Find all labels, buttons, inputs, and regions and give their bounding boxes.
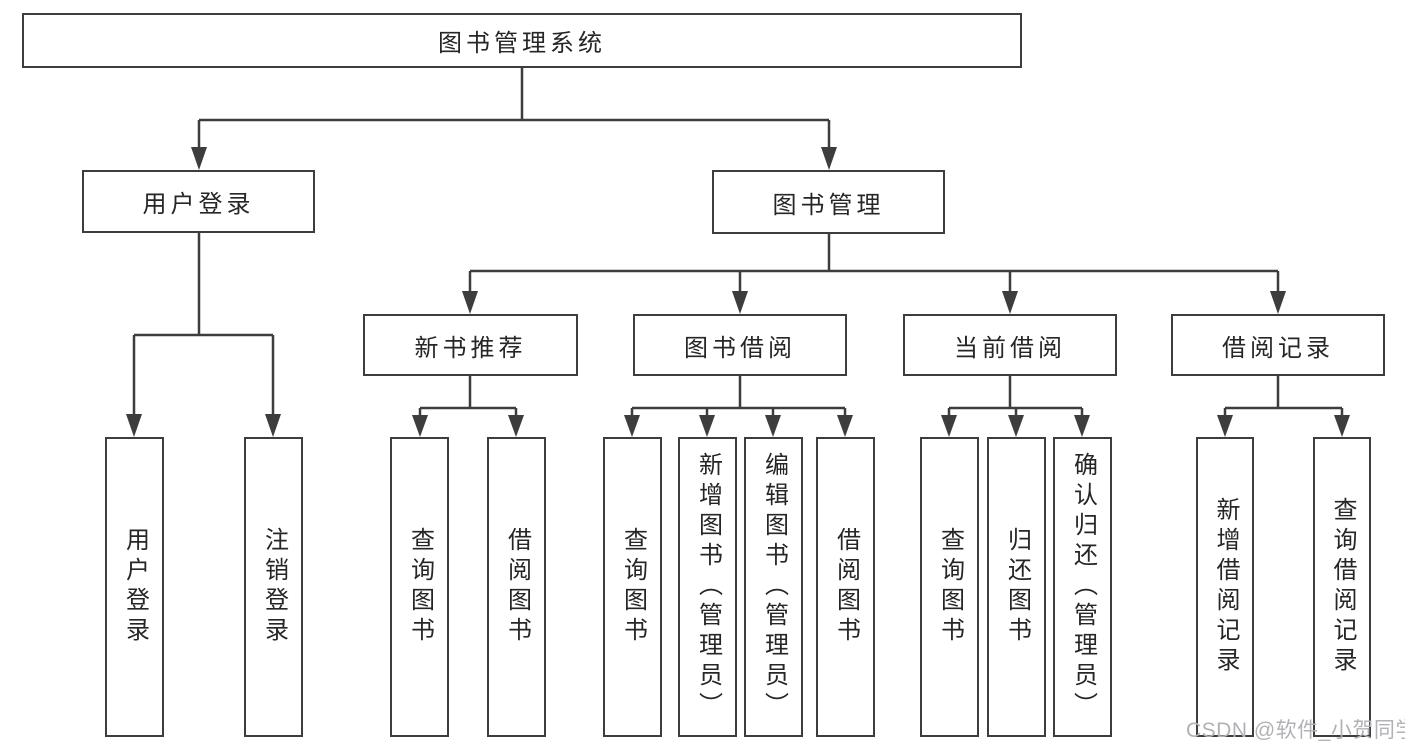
connector-new-books-to-leaves [412,376,524,437]
leaf-confirm-return-admin-label: 确认归还（管理员） [1069,452,1097,722]
node-book-borrow: 图书借阅 [633,314,847,376]
leaf-query-books-recommend: 查询图书 [390,437,449,737]
leaf-edit-book-admin: 编辑图书（管理员） [744,437,803,737]
leaf-confirm-return-admin: 确认归还（管理员） [1053,437,1112,737]
leaf-add-book-admin: 新增图书（管理员） [678,437,737,737]
connector-user-login-to-leaves [126,233,281,437]
leaf-logout-label: 注销登录 [260,527,288,647]
leaf-return-book: 归还图书 [987,437,1046,737]
node-user-login: 用户登录 [82,170,315,233]
leaf-add-borrow-record: 新增借阅记录 [1196,437,1254,737]
leaf-borrow-books-recommend: 借阅图书 [487,437,546,737]
leaf-logout: 注销登录 [244,437,303,737]
leaf-query-books-recommend-label: 查询图书 [406,527,434,647]
leaf-add-book-admin-label: 新增图书（管理员） [694,452,722,722]
leaf-user-login-label: 用户登录 [121,527,149,647]
leaf-return-book-label: 归还图书 [1003,527,1031,647]
node-current-borrow: 当前借阅 [903,314,1117,376]
node-new-book-recommend: 新书推荐 [363,314,578,376]
leaf-query-borrow-record: 查询借阅记录 [1313,437,1371,737]
leaf-add-borrow-record-label: 新增借阅记录 [1212,497,1239,677]
connector-book-mgmt-to-level3 [462,234,1286,314]
connector-root-to-level2 [191,68,837,170]
connector-current-borrow-to-leaves [941,376,1090,437]
node-book-management: 图书管理 [712,170,945,234]
leaf-borrow-books-label: 借阅图书 [832,527,860,647]
leaf-query-borrow-record-label: 查询借阅记录 [1329,497,1356,677]
leaf-edit-book-admin-label: 编辑图书（管理员） [760,452,788,722]
leaf-borrow-books-recommend-label: 借阅图书 [503,527,531,647]
leaf-user-login: 用户登录 [105,437,164,737]
leaf-query-books-borrow: 查询图书 [603,437,662,737]
leaf-borrow-books: 借阅图书 [816,437,875,737]
leaf-query-books-current: 查询图书 [920,437,979,737]
watermark: CSDN @软件_小贺同学 [1186,719,1405,742]
node-library-system: 图书管理系统 [22,13,1022,68]
connector-book-borrow-to-leaves [624,376,853,437]
node-borrow-records: 借阅记录 [1171,314,1385,376]
leaf-query-books-borrow-label: 查询图书 [619,527,647,647]
connector-borrow-records-to-leaves [1217,376,1350,437]
leaf-query-books-current-label: 查询图书 [936,527,964,647]
